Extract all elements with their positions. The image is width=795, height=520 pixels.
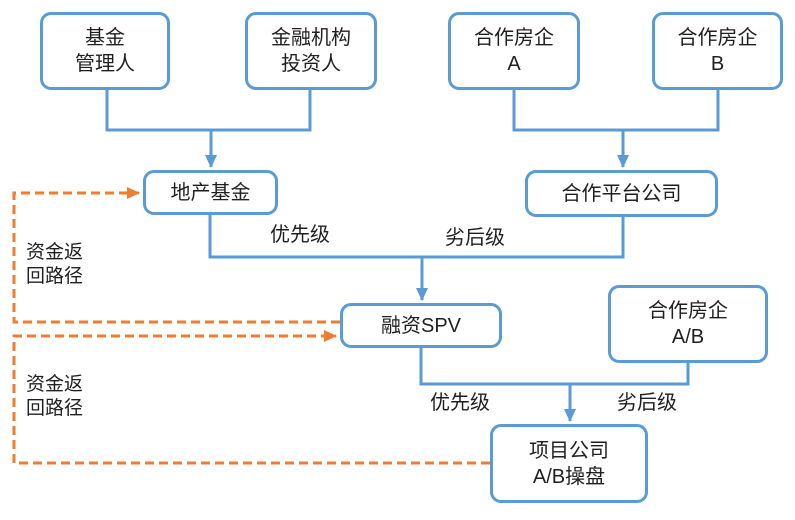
label-senior-tranche-top: 优先级 <box>270 224 330 246</box>
node-project-company: 项目公司 A/B操盘 <box>490 424 648 503</box>
label-fund-return-path-bottom: 资金返 回路径 <box>26 374 84 419</box>
node-platform-company: 合作平台公司 <box>525 170 718 217</box>
label-senior-tranche-bottom: 优先级 <box>430 392 490 414</box>
node-partner-b: 合作房企 B <box>652 12 783 90</box>
node-partner-ab: 合作房企 A/B <box>608 285 768 363</box>
connector-spv-partnerab-bus <box>419 348 690 386</box>
node-financial-investor: 金融机构 投资人 <box>245 12 377 90</box>
connector-fundmanager-investor-bus <box>105 90 312 132</box>
node-fund-manager: 基金 管理人 <box>40 12 170 90</box>
node-real-estate-fund: 地产基金 <box>143 170 278 215</box>
label-junior-tranche-top: 劣后级 <box>445 227 505 249</box>
node-partner-a: 合作房企 A <box>448 12 580 90</box>
return-path-project-to-spv <box>12 330 490 465</box>
connector-partnera-partnerb-bus <box>512 90 720 132</box>
label-junior-tranche-bottom: 劣后级 <box>617 392 677 414</box>
node-financing-spv: 融资SPV <box>340 303 502 348</box>
return-path-spv-to-refund <box>12 187 340 324</box>
connector-refund-platform-bus <box>208 215 625 259</box>
label-fund-return-path-top: 资金返 回路径 <box>26 242 84 287</box>
